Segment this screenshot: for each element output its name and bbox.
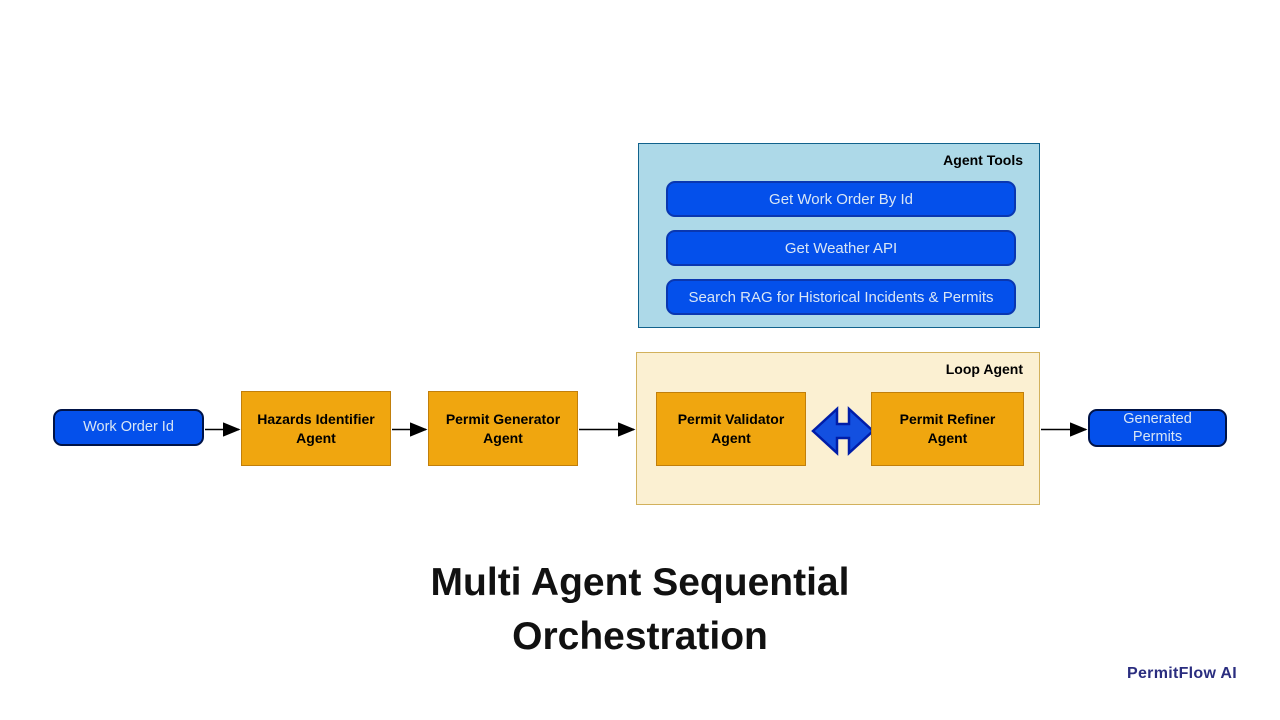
page-title: Multi Agent Sequential Orchestration	[0, 556, 1280, 664]
tool-button-label: Get Weather API	[784, 239, 898, 257]
bidirectional-arrow-icon	[811, 406, 875, 456]
hazards-identifier-agent-node[interactable]: Hazards Identifier Agent	[241, 391, 391, 466]
generated-permits-node[interactable]: Generated Permits	[1088, 409, 1227, 447]
tool-get-work-order-by-id-button[interactable]: Get Work Order By Id	[666, 181, 1016, 217]
work-order-id-node[interactable]: Work Order Id	[53, 409, 204, 446]
terminal-label: Generated Permits	[1123, 410, 1192, 445]
tool-button-label: Get Work Order By Id	[769, 190, 913, 208]
agent-tools-panel-label: Agent Tools	[943, 152, 1023, 168]
agent-node-label: Permit Generator Agent	[445, 410, 561, 446]
agent-node-label: Permit Validator Agent	[677, 411, 785, 446]
page-title-line2: Orchestration	[512, 615, 768, 658]
agent-node-label: Hazards Identifier Agent	[257, 410, 375, 446]
tool-search-rag-button[interactable]: Search RAG for Historical Incidents & Pe…	[666, 279, 1016, 315]
tool-button-label: Search RAG for Historical Incidents & Pe…	[688, 288, 994, 306]
loop-agent-panel: Loop Agent Permit Validator Agent Permit…	[636, 352, 1040, 505]
permit-refiner-agent-node[interactable]: Permit Refiner Agent	[871, 392, 1024, 466]
permitflow-ai-logo: PermitFlow AI	[1127, 665, 1237, 682]
terminal-label: Work Order Id	[83, 419, 174, 436]
page-title-line1: Multi Agent Sequential	[430, 561, 850, 604]
tool-get-weather-api-button[interactable]: Get Weather API	[666, 230, 1016, 266]
agent-node-label: Permit Refiner Agent	[899, 411, 996, 446]
loop-agent-panel-label: Loop Agent	[945, 361, 1023, 377]
permit-validator-agent-node[interactable]: Permit Validator Agent	[656, 392, 806, 466]
agent-tools-panel: Agent Tools Get Work Order By Id Get Wea…	[638, 143, 1040, 328]
permit-generator-agent-node[interactable]: Permit Generator Agent	[428, 391, 578, 466]
